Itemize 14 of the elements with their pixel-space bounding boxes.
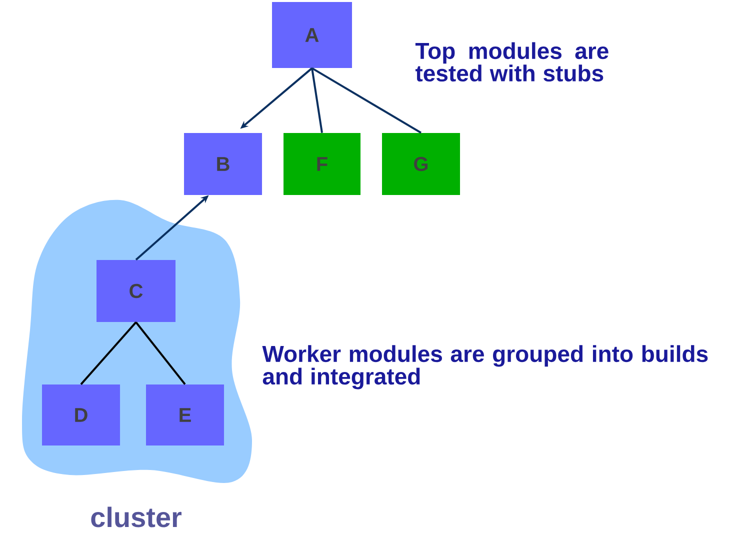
module-box: A bbox=[272, 2, 352, 68]
module-box: F bbox=[284, 133, 360, 195]
cluster-label: cluster bbox=[91, 506, 182, 528]
module-box: C bbox=[96, 260, 176, 322]
note-text: Worker modules are grouped into builds and integrated bbox=[262, 345, 708, 390]
connector bbox=[312, 67, 422, 134]
module-box: G bbox=[382, 133, 460, 195]
connector bbox=[80, 322, 137, 385]
note-text: Top modules are tested with stubs bbox=[415, 42, 608, 82]
connector bbox=[311, 68, 323, 133]
module-box: D bbox=[42, 384, 120, 446]
connector bbox=[135, 322, 186, 385]
module-box: B bbox=[184, 133, 262, 195]
module-box: E bbox=[146, 384, 224, 446]
